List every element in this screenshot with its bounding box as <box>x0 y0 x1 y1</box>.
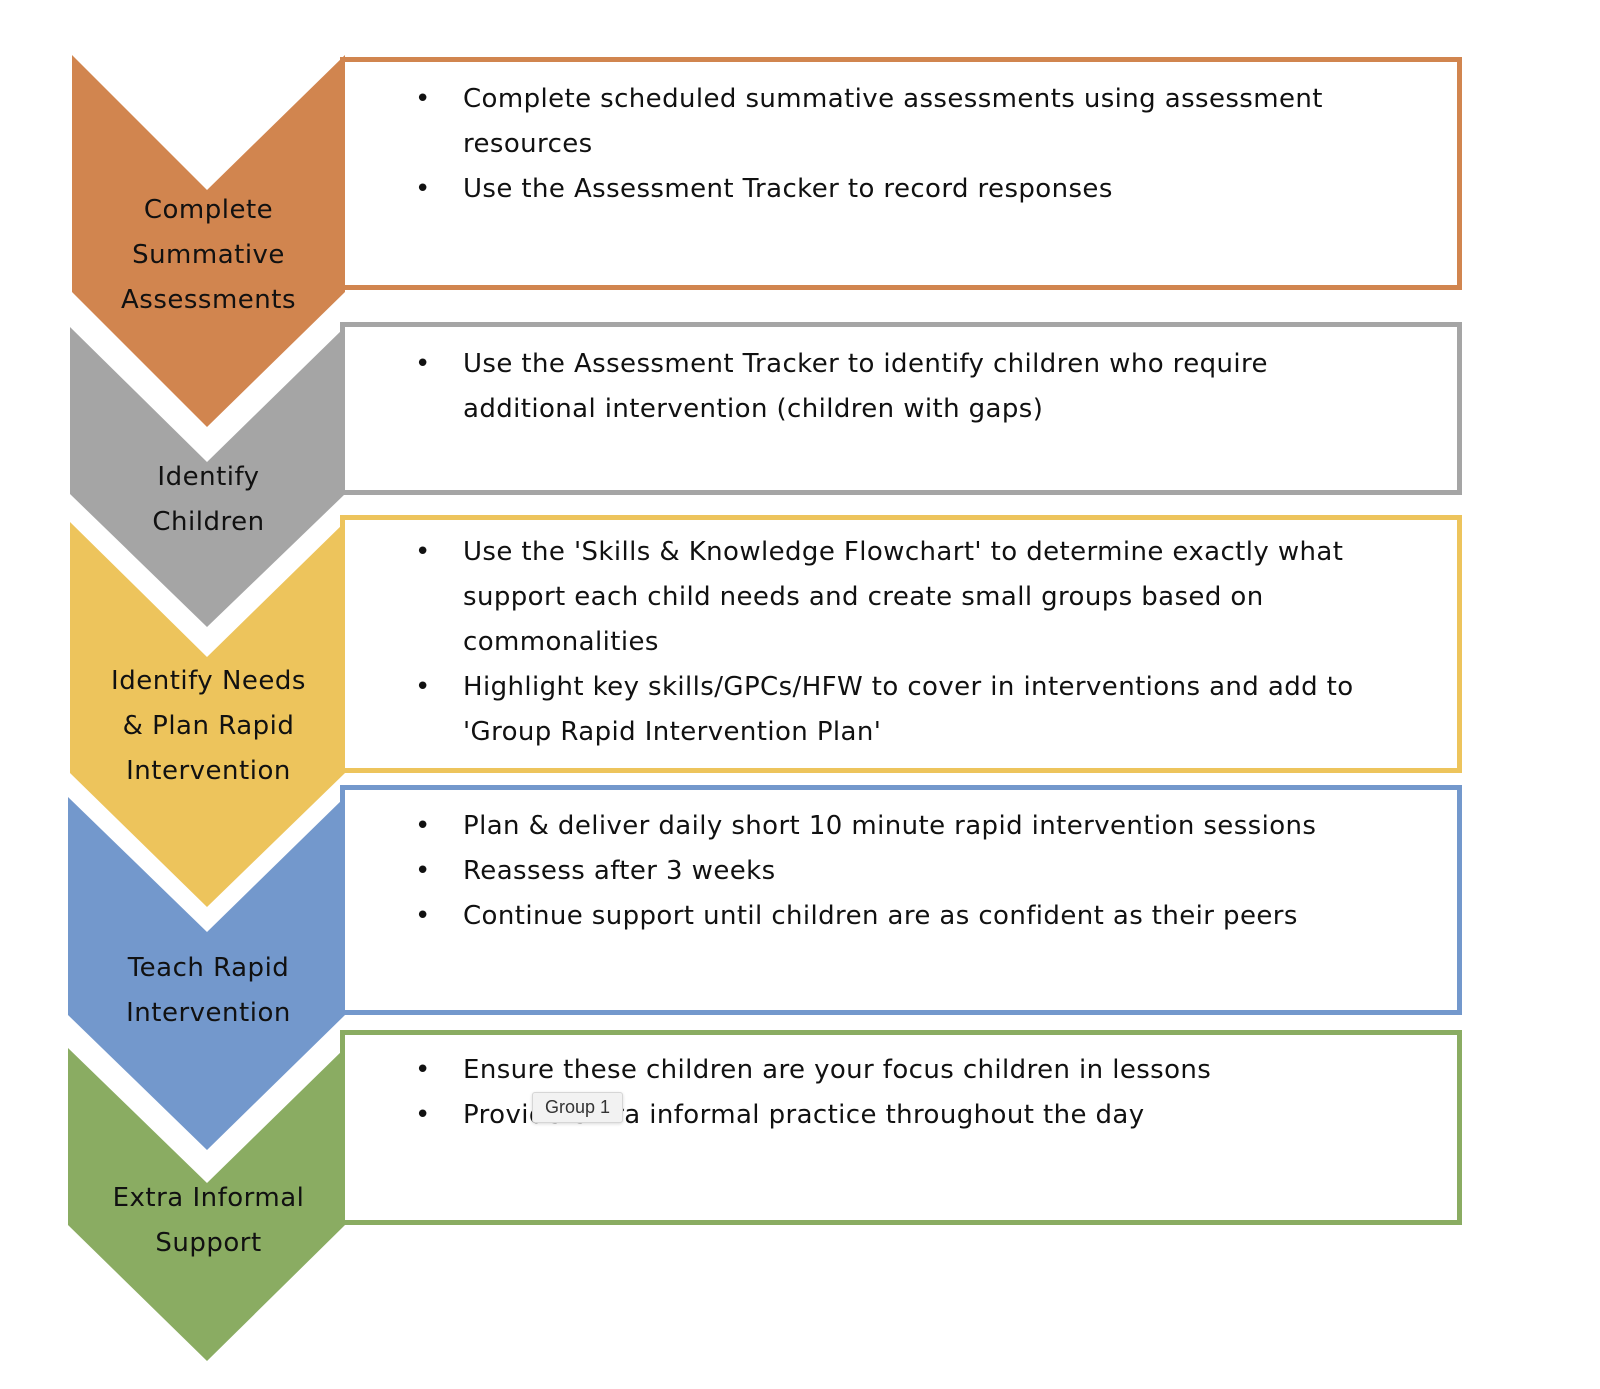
bullet-list: • Use the Assessment Tracker to identify … <box>345 342 1377 432</box>
bullet-text: Use the 'Skills & Knowledge Flowchart' t… <box>463 537 1344 657</box>
bullet-list: • Complete scheduled summative assessment… <box>345 77 1377 212</box>
bullet-icon: • <box>415 1055 431 1085</box>
bullet-text: Complete scheduled summative assessments… <box>463 84 1323 159</box>
bullet-icon: • <box>415 537 431 567</box>
list-item: • Highlight key skills/GPCs/HFW to cover … <box>345 665 1377 755</box>
bullet-text: Reassess after 3 weeks <box>463 856 776 886</box>
list-item: • Continue support until children are as … <box>345 894 1377 939</box>
group-tooltip: Group 1 <box>532 1092 624 1123</box>
step-label-line: Complete <box>143 195 274 225</box>
step-label-line: Teach Rapid <box>127 953 290 983</box>
step-label-line: Intervention <box>126 998 291 1028</box>
bullet-text: Plan & deliver daily short 10 minute rap… <box>463 811 1317 841</box>
step-description-box-3: • Use the 'Skills & Knowledge Flowchart' … <box>340 515 1462 773</box>
step-label-line: Identify Needs <box>111 666 306 696</box>
list-item: • Use the 'Skills & Knowledge Flowchart' … <box>345 530 1377 665</box>
bullet-text: Use the Assessment Tracker to identify c… <box>463 349 1268 424</box>
chevron-step-2 <box>70 327 345 627</box>
bullet-text: Ensure these children are your focus chi… <box>463 1055 1212 1085</box>
step-description-box-5: • Ensure these children are your focus ch… <box>340 1030 1462 1225</box>
bullet-list: • Use the 'Skills & Knowledge Flowchart' … <box>345 530 1377 755</box>
step-label-line: Assessments <box>120 285 296 315</box>
bullet-icon: • <box>415 672 431 702</box>
bullet-icon: • <box>415 1100 431 1130</box>
bullet-icon: • <box>415 349 431 379</box>
step-label-line: Support <box>155 1228 262 1258</box>
step-label-line: Intervention <box>126 756 291 786</box>
bullet-list: • Plan & deliver daily short 10 minute ra… <box>345 804 1377 939</box>
bullet-icon: • <box>415 84 431 114</box>
step-label-line: Summative <box>132 240 285 270</box>
bullet-text: Continue support until children are as c… <box>463 901 1298 931</box>
step-description-box-1: • Complete scheduled summative assessment… <box>340 57 1462 290</box>
step-description-box-2: • Use the Assessment Tracker to identify … <box>340 322 1462 495</box>
bullet-icon: • <box>415 174 431 204</box>
bullet-text: Highlight key skills/GPCs/HFW to cover i… <box>463 672 1354 747</box>
bullet-icon: • <box>415 901 431 931</box>
list-item: • Reassess after 3 weeks <box>345 849 1377 894</box>
list-item: • Use the Assessment Tracker to record re… <box>345 167 1377 212</box>
chevron-step-1 <box>72 55 345 427</box>
list-item: • Use the Assessment Tracker to identify … <box>345 342 1377 432</box>
chevron-step-5 <box>68 1048 345 1361</box>
list-item: • Complete scheduled summative assessment… <box>345 77 1377 167</box>
step-label-line: Identify <box>157 462 260 492</box>
list-item: • Plan & deliver daily short 10 minute ra… <box>345 804 1377 849</box>
chevron-step-3 <box>70 522 345 907</box>
bullet-list: • Ensure these children are your focus ch… <box>345 1048 1377 1138</box>
step-label-line: Children <box>152 507 265 537</box>
chevron-step-4 <box>68 797 345 1150</box>
bullet-text: Use the Assessment Tracker to record res… <box>463 174 1113 204</box>
bullet-icon: • <box>415 811 431 841</box>
step-description-box-4: • Plan & deliver daily short 10 minute ra… <box>340 785 1462 1015</box>
step-label-line: & Plan Rapid <box>122 711 295 741</box>
list-item: • Ensure these children are your focus ch… <box>345 1048 1377 1093</box>
list-item: •Provide extra informal practice through… <box>345 1093 1377 1138</box>
step-label-line: Extra Informal <box>112 1183 305 1213</box>
bullet-icon: • <box>415 856 431 886</box>
